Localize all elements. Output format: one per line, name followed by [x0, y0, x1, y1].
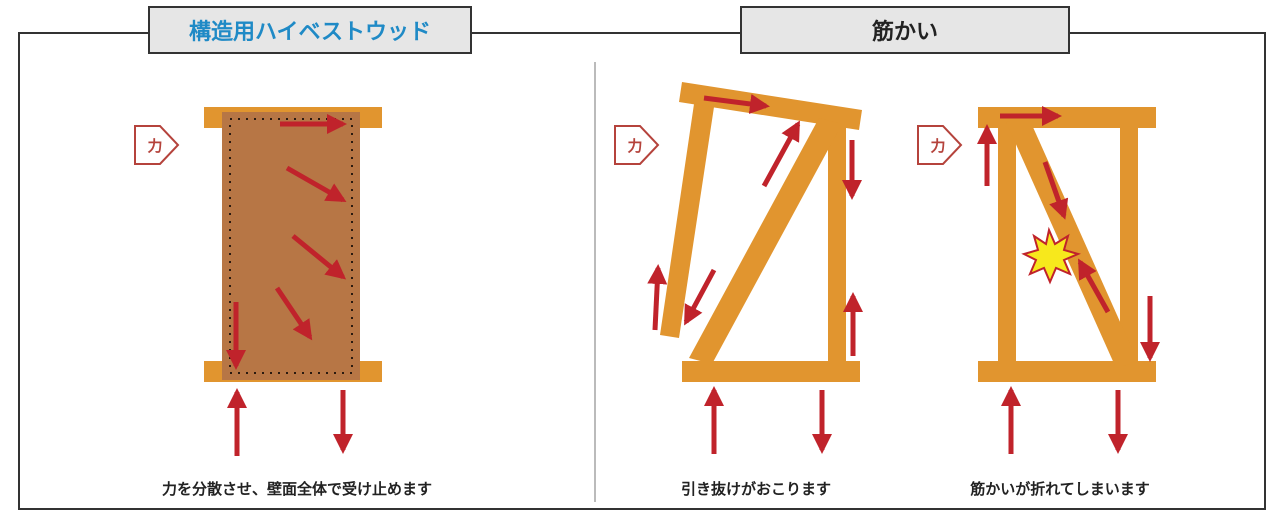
plywood-wall-diagram: 力: [134, 107, 382, 456]
break-burst-icon: [1021, 226, 1081, 285]
arrow: [647, 264, 668, 331]
diagonal-brace: [689, 118, 842, 364]
caption-brace-break: 筋かいが折れてしまいます: [970, 480, 1150, 498]
force-indicator-1: 力: [134, 125, 180, 165]
pullout-arrows: [647, 94, 863, 454]
section-divider: [594, 62, 596, 502]
force-label-2: 力: [627, 137, 642, 155]
arrow: [1042, 161, 1069, 220]
right-post: [828, 118, 846, 366]
caption-brace-pullout: 引き抜けがおこります: [680, 480, 831, 498]
diagonal-brace-3: [1006, 116, 1138, 368]
left-post-3: [998, 118, 1016, 368]
arrow: [683, 268, 717, 326]
plywood-arrows: [226, 114, 353, 456]
caption-plywood: 力を分散させ、壁面全体で受け止めます: [161, 480, 432, 498]
right-post-3: [1120, 118, 1138, 368]
arrow: [1077, 258, 1111, 314]
plywood-panel: [222, 112, 360, 380]
header-plywood: 構造用ハイベストウッド: [148, 6, 472, 54]
nail-line: [229, 118, 353, 374]
brace-pullout-diagram: 力: [614, 82, 863, 454]
arrow: [274, 286, 313, 341]
break-arrows: [977, 106, 1160, 454]
header-brace: 筋かい: [740, 6, 1070, 54]
arrow: [703, 94, 770, 114]
tilted-top-beam: [679, 82, 862, 130]
header-plywood-label: 構造用ハイベストウッド: [188, 20, 431, 45]
brace-break-diagram: 力: [917, 106, 1160, 454]
force-label-3: 力: [930, 137, 945, 155]
force-indicator-3: 力: [917, 125, 963, 165]
bottom-beam-3: [978, 361, 1156, 382]
arrow: [285, 165, 347, 203]
tilted-left-post: [660, 104, 714, 338]
force-label-1: 力: [147, 137, 162, 155]
arrow: [761, 120, 801, 188]
force-indicator-2: 力: [614, 125, 660, 165]
header-brace-label: 筋かい: [871, 20, 938, 45]
arrow: [291, 234, 347, 280]
bottom-beam-2: [682, 361, 860, 382]
